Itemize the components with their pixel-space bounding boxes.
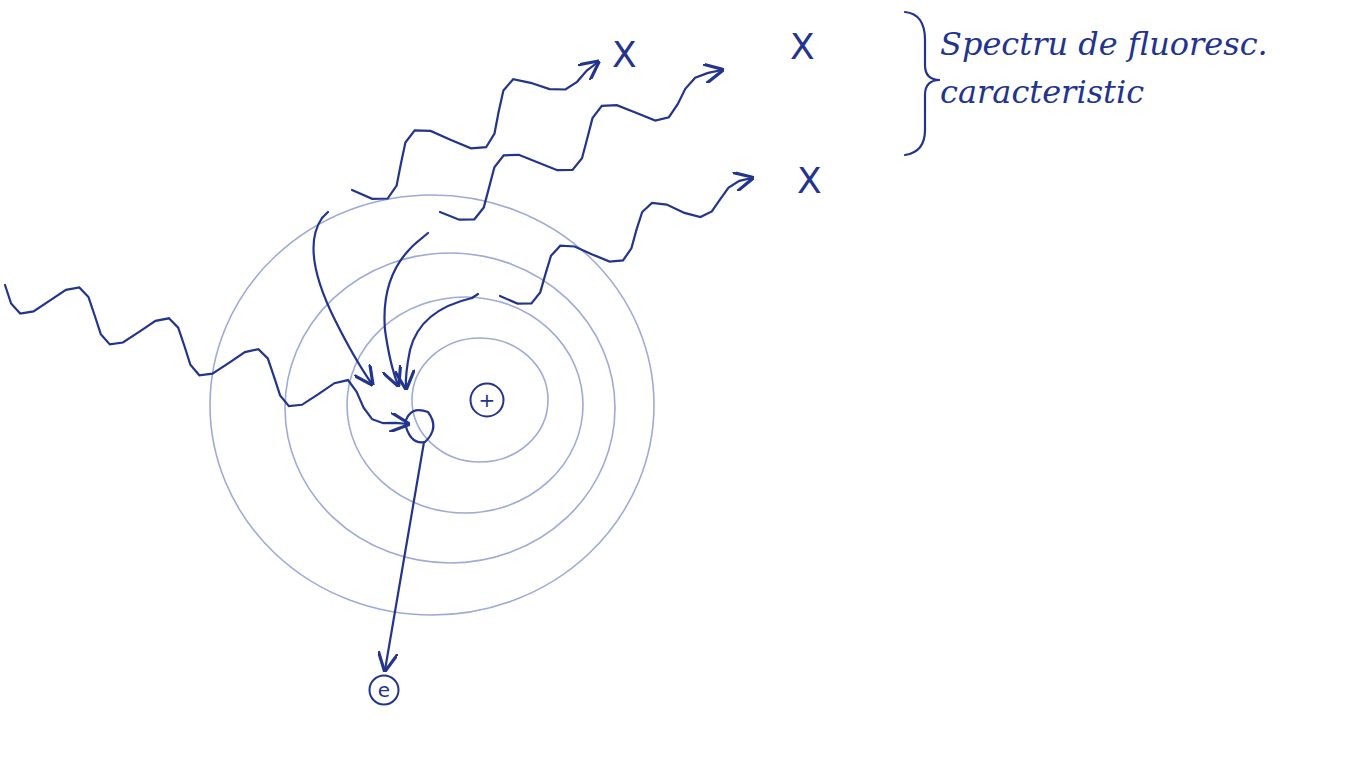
origin-mark [322, 212, 478, 298]
node-text: e [378, 680, 390, 700]
photon-wave [352, 62, 598, 199]
photon-wave [5, 285, 408, 424]
photon-wave [440, 70, 722, 220]
vacancy [405, 410, 433, 442]
transition-arrow [314, 218, 372, 384]
node-text: + [479, 390, 496, 410]
shell [347, 297, 583, 513]
electron: e [368, 674, 400, 706]
shell [412, 338, 548, 462]
x-ray-label: X [790, 26, 815, 67]
electron-shells [210, 195, 654, 615]
transition-arrow [384, 238, 422, 385]
shell [210, 195, 654, 615]
transition-arrow [406, 298, 472, 388]
ejection-line [385, 442, 424, 670]
x-ray-label: X [797, 160, 822, 201]
photon-wave [500, 178, 752, 304]
shell [285, 253, 615, 563]
nucleus: + [469, 382, 505, 418]
spectrum-note: Spectru de fluoresc. caracteristic [940, 20, 1320, 116]
brace [905, 12, 940, 155]
x-ray-label: X [612, 34, 637, 75]
